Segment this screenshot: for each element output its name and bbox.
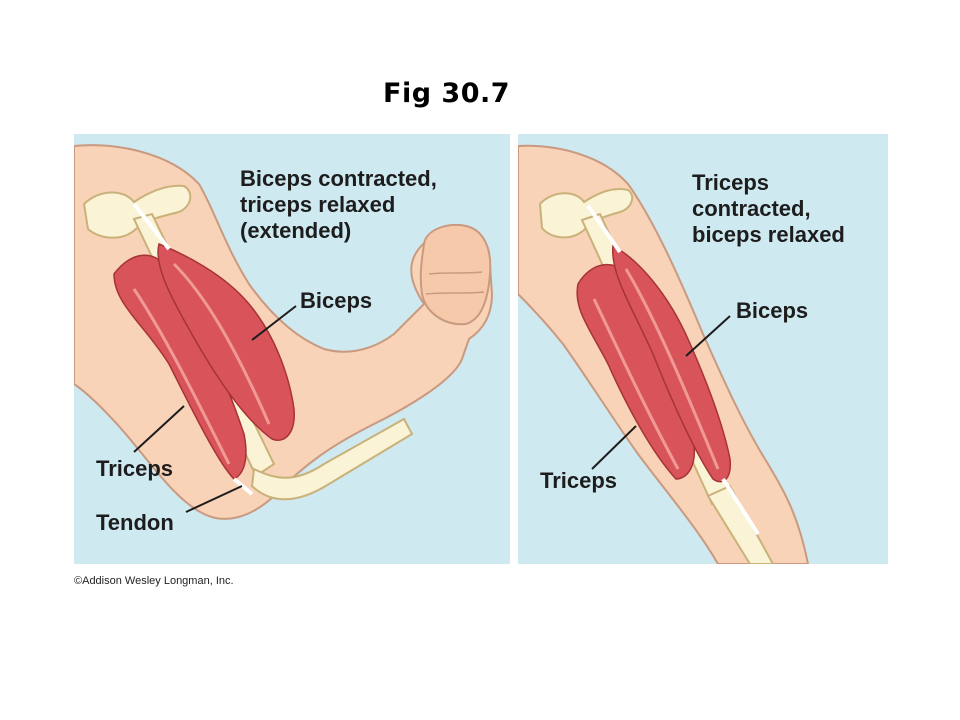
figure-title: Fig 30.7 [383, 78, 511, 109]
right-label-biceps: Biceps [736, 298, 809, 323]
left-label-triceps: Triceps [96, 456, 174, 481]
left-biceps-tendon [132, 202, 171, 251]
left-caption-line-2: triceps relaxed [240, 192, 396, 217]
left-forearm-bones [250, 417, 414, 501]
left-upper-arm-skin [74, 144, 494, 520]
right-label-triceps: Triceps [540, 468, 618, 493]
left-biceps-leader [251, 305, 297, 341]
right-biceps-muscle [612, 244, 732, 483]
right-forearm-bones [706, 484, 775, 564]
left-label-biceps: Biceps [300, 288, 373, 313]
right-shoulder-bone [538, 188, 634, 239]
left-caption-line-3: (extended) [240, 218, 352, 243]
left-triceps-tendon [232, 477, 254, 496]
right-caption-line-3: biceps relaxed [692, 222, 845, 247]
right-caption-line-1: Triceps [692, 170, 770, 195]
right-triceps-tendon [721, 477, 760, 536]
left-label-tendon: Tendon [96, 510, 174, 535]
left-shoulder-bone [82, 184, 192, 239]
left-tendon-leader [185, 485, 243, 513]
right-arm-illustration: Triceps contracted, biceps relaxed Bicep… [518, 134, 888, 564]
left-fist [419, 224, 492, 326]
right-caption-line-2: contracted, [692, 196, 811, 221]
left-biceps-muscle [157, 242, 295, 441]
left-arm-drawing [74, 134, 510, 564]
left-caption-line-1: Biceps contracted, [240, 166, 437, 191]
right-biceps-tendon [586, 204, 622, 254]
right-biceps-leader [685, 315, 731, 357]
left-triceps-leader [133, 405, 185, 453]
left-arm-illustration: Biceps contracted, triceps relaxed (exte… [74, 134, 510, 564]
right-arm-drawing [518, 134, 888, 564]
right-triceps-leader [591, 425, 637, 470]
copyright-notice: ©Addison Wesley Longman, Inc. [74, 575, 234, 587]
